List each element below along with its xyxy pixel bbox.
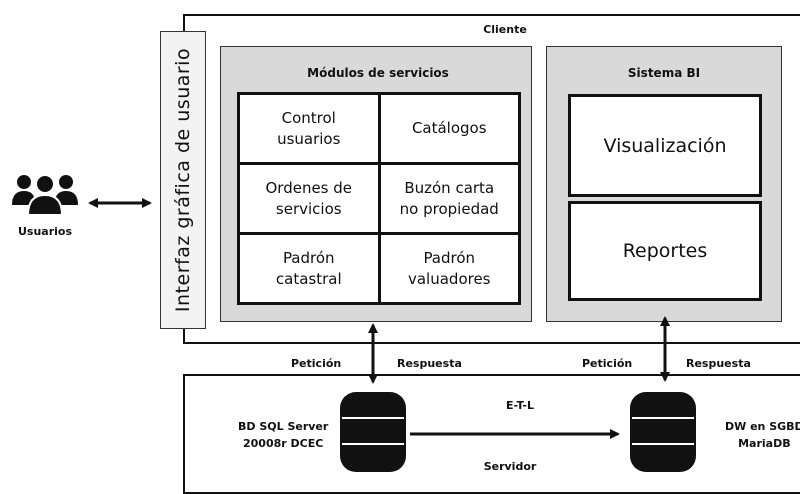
- visualization-box: Visualización: [568, 94, 762, 197]
- module-padron-valuadores: Padrón valuadores: [380, 235, 518, 302]
- module-control-usuarios: Control usuarios: [240, 95, 378, 162]
- users-label: Usuarios: [17, 225, 73, 238]
- module-buzon-carta: Buzón carta no propiedad: [380, 165, 518, 232]
- sql-server-db-label-line1: BD SQL Server: [238, 420, 329, 433]
- request-label-left: Petición: [291, 357, 342, 370]
- etl-label: E-T-L: [506, 399, 534, 412]
- services-modules-title: Módulos de servicios: [307, 66, 449, 80]
- client-title: Cliente: [483, 23, 527, 36]
- module-padron-catastral: Padrón catastral: [240, 235, 378, 302]
- gui-label: Interfaz gráfica de usuario: [172, 47, 194, 313]
- response-label-right: Respuesta: [686, 357, 751, 370]
- sql-server-db-label-line2: 20008r DCEC: [243, 436, 324, 450]
- bi-system-title: Sistema BI: [627, 66, 701, 80]
- sql-server-db-label: BD SQL Server 20008r DCEC: [238, 419, 328, 452]
- gui-panel: Interfaz gráfica de usuario: [160, 31, 206, 329]
- request-label-right: Petición: [582, 357, 633, 370]
- module-ordenes-servicios: Ordenes de servicios: [240, 165, 378, 232]
- server-title: Servidor: [483, 460, 537, 473]
- dw-mariadb-label-line1: DW en SGBD: [725, 420, 800, 433]
- reports-box: Reportes: [568, 201, 762, 301]
- module-catalogos: Catálogos: [380, 95, 518, 162]
- dw-mariadb-label-line2: MariaDB: [738, 436, 791, 450]
- dw-mariadb-label: DW en SGBD MariaDB: [725, 419, 800, 452]
- services-modules-grid: Control usuarios Catálogos Ordenes de se…: [237, 92, 521, 305]
- users-icon: [10, 171, 80, 217]
- response-label-left: Respuesta: [397, 357, 462, 370]
